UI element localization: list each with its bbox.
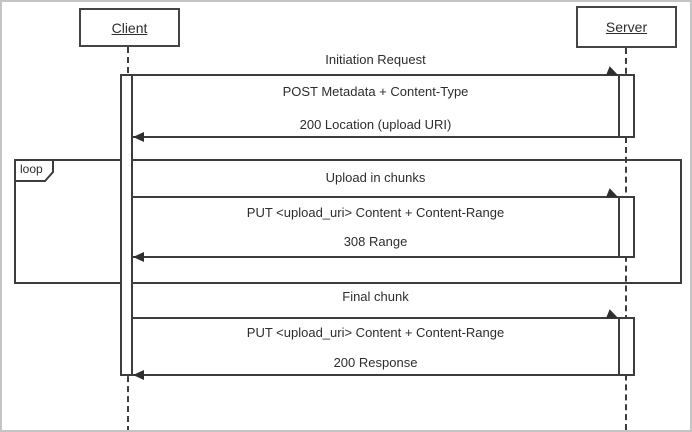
response-label-loop: 308 Range <box>343 234 408 249</box>
response-label-initiation: 200 Location (upload URI) <box>299 117 452 132</box>
actor-server-label: Server <box>605 19 648 35</box>
response-arrowhead-icon <box>133 132 144 142</box>
actor-box-server: Server <box>576 6 677 48</box>
loop-fragment-tag: loop <box>14 159 56 183</box>
section-title-initiation: Initiation Request <box>325 52 426 67</box>
client-activation <box>120 74 133 376</box>
response-line-loop <box>133 256 618 258</box>
request-label-loop: PUT <upload_uri> Content + Content-Range <box>246 205 505 220</box>
response-arrowhead-icon <box>133 370 144 380</box>
actor-client-label: Client <box>111 19 148 36</box>
server-activation-initiation <box>618 74 635 138</box>
response-label-final: 200 Response <box>333 355 418 370</box>
loop-fragment <box>14 159 682 284</box>
section-title-final: Final chunk <box>342 289 409 304</box>
server-activation-loop <box>618 196 635 258</box>
section-title-loop: Upload in chunks <box>325 170 426 185</box>
request-label-initiation: POST Metadata + Content-Type <box>282 84 469 99</box>
response-line-initiation <box>133 136 618 138</box>
response-line-final <box>133 374 618 376</box>
loop-pentagon-icon <box>14 159 54 182</box>
actor-box-client: Client <box>79 8 180 47</box>
loop-label: loop <box>20 162 43 176</box>
response-arrowhead-icon <box>133 252 144 262</box>
request-line-final <box>133 317 618 319</box>
request-label-final: PUT <upload_uri> Content + Content-Range <box>246 325 505 340</box>
request-line-loop <box>133 196 618 198</box>
request-line-initiation <box>133 74 618 76</box>
server-activation-final <box>618 317 635 376</box>
